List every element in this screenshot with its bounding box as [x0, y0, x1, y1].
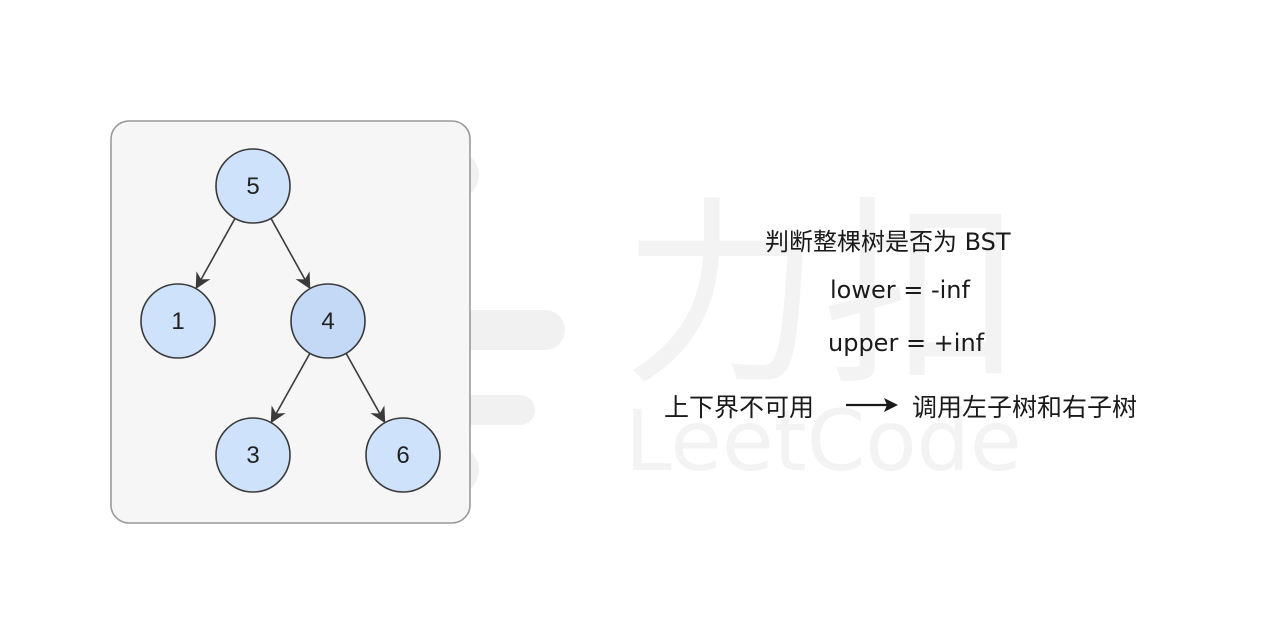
tree-node-label: 5	[246, 173, 259, 200]
tree-node-circle	[290, 283, 366, 359]
tree-node-label: 3	[246, 442, 259, 469]
watermark-wordmark: LeetCode	[625, 392, 1022, 490]
tree-edge-n4-n3	[270, 351, 312, 424]
condition-row: 上下界不可用 调用左子树和右子树	[664, 388, 1184, 424]
explanation-title: 判断整棵树是否为 BST	[765, 228, 1011, 256]
tree-node-5: 5	[215, 148, 291, 224]
tree-node-6: 6	[365, 417, 441, 493]
tree-edge-n5-n1	[195, 216, 237, 290]
tree-edge-n4-n6	[344, 351, 386, 424]
right-arrow-icon	[846, 398, 898, 412]
condition-text: 上下界不可用	[664, 393, 815, 422]
tree-node-circle	[215, 417, 291, 493]
tree-node-label: 6	[396, 442, 409, 469]
tree-node-3: 3	[215, 417, 291, 493]
tree-node-circle	[365, 417, 441, 493]
tree-edge-n5-n4	[269, 216, 311, 290]
tree-nodes: 5 1 4 3 6	[140, 148, 441, 493]
tree-node-circle	[140, 283, 216, 359]
tree-node-label: 1	[171, 308, 184, 335]
tree-node-1: 1	[140, 283, 216, 359]
watermark-glyphs: 力扣	[622, 180, 1022, 413]
tree-node-circle	[215, 148, 291, 224]
tree-node-4: 4	[290, 283, 366, 359]
action-text: 调用左子树和右子树	[912, 393, 1138, 422]
lower-bound-text: lower = -inf	[830, 276, 970, 304]
tree-edges	[195, 216, 386, 424]
upper-bound-text: upper = +inf	[828, 329, 985, 357]
tree-node-label: 4	[321, 308, 334, 335]
